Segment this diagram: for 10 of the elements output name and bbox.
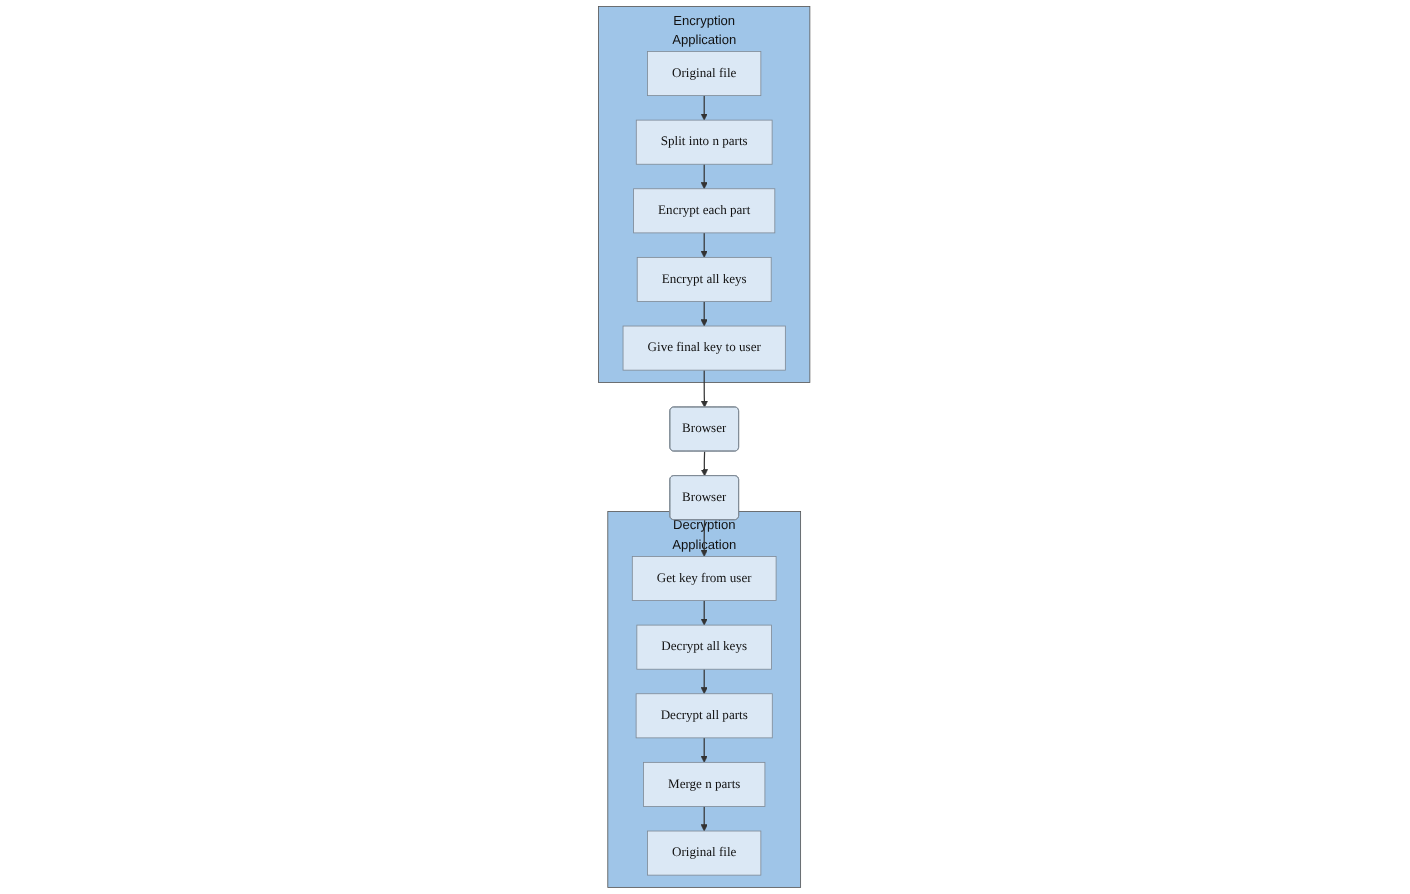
arrow [701, 668, 709, 695]
arrow [701, 369, 709, 408]
arrow [701, 737, 709, 763]
arrow [701, 805, 709, 832]
arrow [701, 450, 709, 477]
arrow [701, 163, 709, 190]
arrow [701, 600, 709, 626]
arrow [701, 300, 709, 327]
arrow [701, 95, 709, 121]
arrow [701, 232, 709, 258]
